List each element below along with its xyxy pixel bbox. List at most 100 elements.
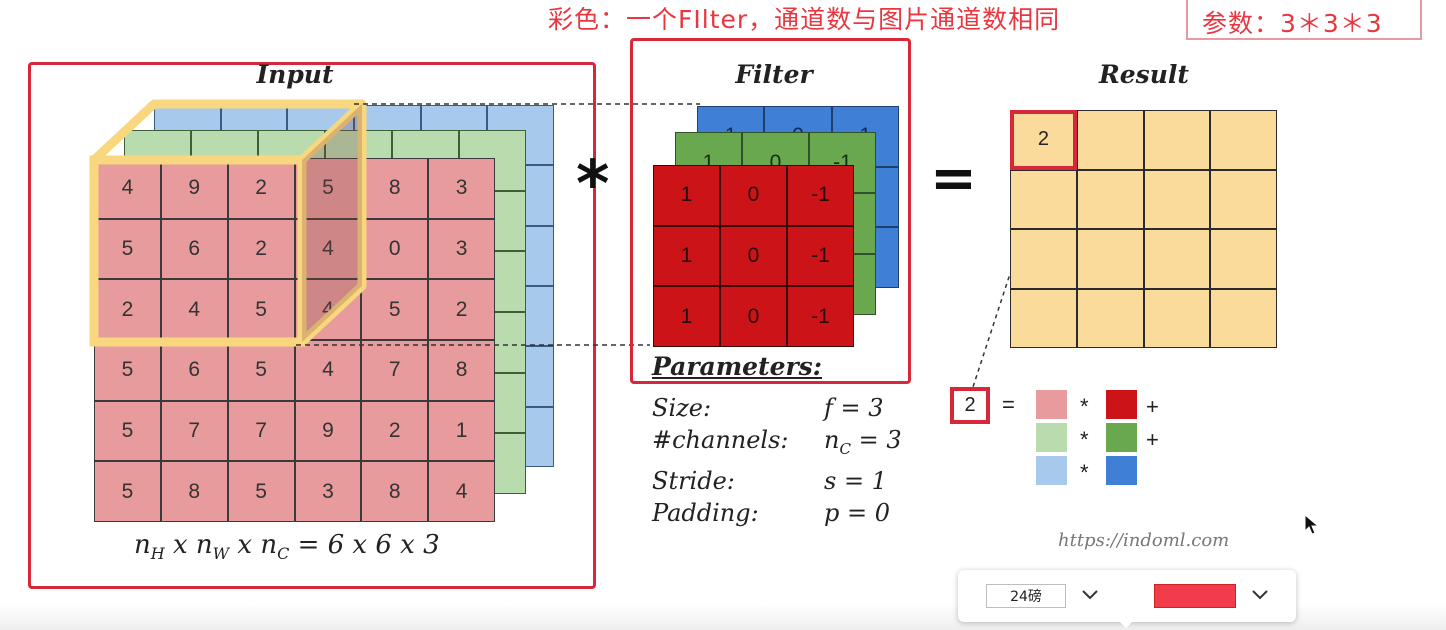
result-link-line — [971, 169, 1045, 391]
param-value-symbol: n — [824, 426, 840, 454]
multiply-sign: * — [1080, 394, 1089, 419]
grid-cell — [1143, 229, 1211, 289]
grid-cell: 0 — [720, 225, 787, 287]
annotation-format-toolbar: 24磅 — [958, 570, 1296, 628]
param-row-channels: #channels: nC = 3 — [652, 424, 902, 465]
input-title: Input — [256, 60, 334, 89]
grid-cell: 1 — [653, 165, 720, 226]
filter-blue-swatch — [1106, 456, 1137, 485]
grid-cell — [1076, 110, 1144, 170]
chevron-down-icon[interactable] — [1248, 582, 1272, 606]
grid-cell: 2 — [227, 218, 295, 280]
input-frame — [28, 62, 596, 589]
grid-cell — [1076, 288, 1144, 348]
grid-cell — [1143, 110, 1211, 170]
grid-cell: 2 — [428, 279, 495, 340]
grid-cell: 8 — [361, 158, 429, 219]
grid-cell: -1 — [787, 165, 854, 226]
grid-cell: 8 — [428, 340, 495, 401]
grid-cell — [1076, 169, 1144, 229]
grid-cell: 5 — [94, 461, 161, 522]
grid-cell — [1010, 229, 1077, 289]
font-size-value: 24磅 — [1010, 589, 1042, 605]
grid-cell: 7 — [361, 340, 429, 401]
convolution-operator: * — [576, 148, 610, 222]
mouse-cursor-icon — [1304, 514, 1320, 535]
grid-cell: 2 — [361, 400, 429, 462]
watermark-url: https://indoml.com — [1058, 530, 1230, 551]
grid-cell — [1010, 169, 1077, 229]
toolbar-pointer-notch — [1118, 620, 1134, 628]
dims-sub-c: C — [277, 544, 290, 564]
cube-side-shade — [302, 104, 362, 342]
grid-cell: 6 — [160, 340, 228, 401]
equation-equals: = — [1002, 392, 1015, 417]
param-value-suffix: = 3 — [850, 426, 902, 454]
result-cell-highlighted: 2 — [1010, 110, 1077, 170]
dims-n: n — [134, 530, 151, 560]
equals-operator: = — [930, 146, 977, 211]
grid-cell: 9 — [160, 158, 228, 219]
grid-cell: 4 — [160, 279, 228, 340]
grid-cell: 4 — [94, 158, 161, 219]
color-picker-swatch[interactable] — [1154, 584, 1236, 608]
dims-x: x — [237, 530, 253, 560]
grid-cell: 0 — [720, 165, 787, 226]
cube-side-face — [298, 104, 367, 346]
sliding-window-cube — [89, 99, 367, 347]
cube-front-face — [89, 155, 307, 347]
param-annotation-label: 参数：3＊3＊3 — [1202, 9, 1383, 38]
multiply-sign: * — [1080, 460, 1089, 485]
grid-cell: 6 — [160, 218, 228, 280]
grid-cell — [1210, 288, 1277, 348]
grid-cell: 0 — [720, 286, 787, 347]
grid-cell — [1076, 229, 1144, 289]
grid-cell: 7 — [160, 400, 228, 462]
cube-top-face — [90, 99, 367, 164]
grid-cell: 5 — [94, 218, 161, 280]
param-value-sub: C — [839, 439, 851, 458]
font-size-field[interactable]: 24磅 — [986, 584, 1066, 608]
input-red-swatch — [1036, 390, 1067, 419]
input-blue-swatch — [1036, 456, 1067, 485]
grid-cell: 4 — [428, 461, 495, 522]
multiply-sign: * — [1080, 427, 1089, 452]
dims-n: n — [195, 530, 213, 560]
param-label: #channels: — [652, 426, 789, 454]
plus-sign: + — [1146, 394, 1159, 419]
param-value: p = 0 — [824, 498, 890, 527]
grid-cell: 0 — [361, 218, 429, 280]
param-row-size: Size: f = 3 — [652, 392, 902, 424]
filter-green-swatch — [1106, 423, 1137, 452]
grid-cell: 5 — [94, 340, 161, 401]
dims-value: = 6 x 6 x 3 — [297, 530, 440, 560]
grid-cell: 1 — [653, 225, 720, 287]
grid-cell: -1 — [787, 286, 854, 347]
result-grid: 2 — [1010, 110, 1277, 348]
chevron-down-icon[interactable] — [1078, 582, 1102, 606]
filter-red-swatch — [1106, 390, 1137, 419]
param-label: Size: — [652, 394, 712, 422]
grid-cell: 7 — [227, 400, 295, 462]
grid-cell: 5 — [227, 279, 295, 340]
param-value: f = 3 — [824, 394, 884, 422]
grid-cell: 3 — [428, 158, 495, 219]
input-dims-formula: nH x nW x nC = 6 x 6 x 3 — [134, 530, 440, 563]
grid-cell: 5 — [227, 461, 295, 522]
dims-n: n — [260, 530, 278, 560]
parameters-heading: Parameters: — [652, 352, 822, 381]
grid-cell — [1210, 169, 1277, 229]
grid-cell: 4 — [294, 340, 362, 401]
grid-cell: 9 — [294, 400, 362, 462]
grid-cell: 8 — [361, 461, 429, 522]
grid-cell: 5 — [361, 279, 429, 340]
parameters-list: Size: f = 3 #channels: nC = 3 Stride: s … — [652, 392, 902, 529]
plus-sign: + — [1146, 427, 1159, 452]
grid-cell: 5 — [227, 340, 295, 401]
dims-sub-h: H — [150, 544, 165, 564]
param-value: nC = 3 — [824, 424, 902, 465]
param-row-padding: Padding: p = 0 — [652, 497, 902, 529]
grid-cell: 1 — [653, 286, 720, 347]
